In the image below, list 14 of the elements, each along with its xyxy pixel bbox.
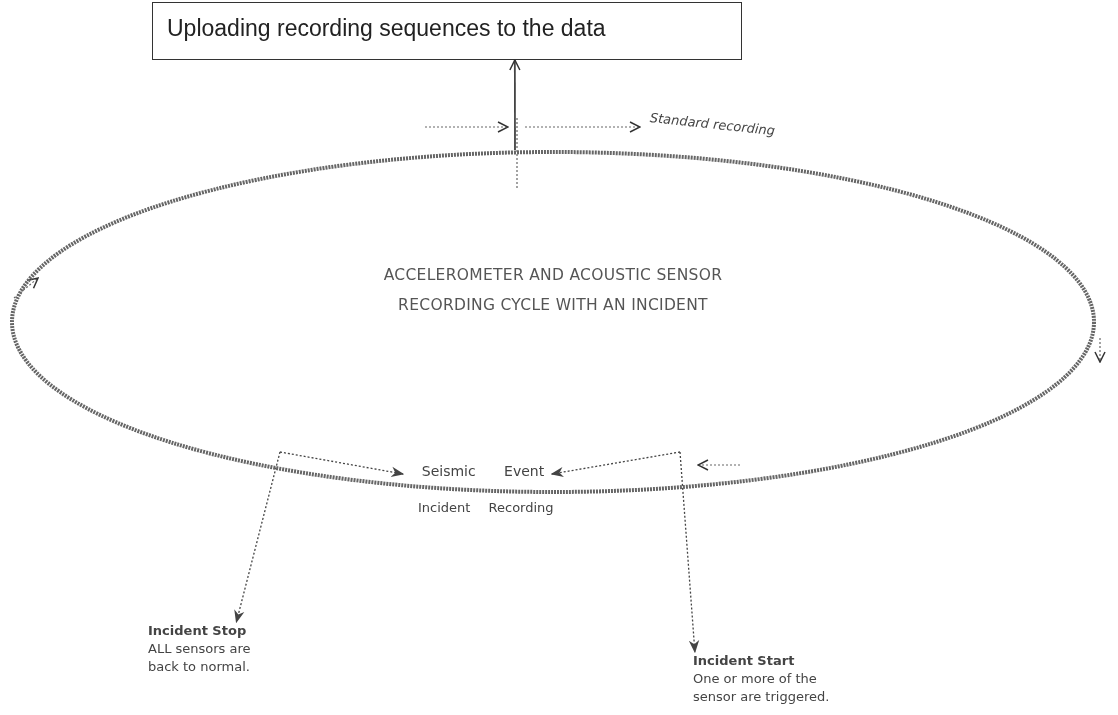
note-heading: Incident Stop (148, 622, 248, 640)
note-heading: Incident Start (693, 652, 796, 670)
process-box: Uploading recording sequences to the data (152, 2, 742, 60)
cycle-label: Standard recording (649, 110, 776, 139)
cycle-title: ACCELEROMETER AND ACOUSTIC SENSOR RECORDING CYCLE WITH AN INCIDENT (382, 265, 724, 316)
dotted-arrow (234, 451, 281, 624)
cycle-label: Incident Recording (418, 500, 554, 515)
note-text: One or more of the sensor are triggered. (693, 670, 831, 706)
dotted-arrow (550, 451, 681, 478)
arrow (509, 59, 521, 151)
event-label: Seismic Event (403, 463, 563, 485)
dotted-arrow (279, 451, 405, 478)
note-text: ALL sensors are back to normal. (148, 640, 252, 676)
dotted-arrow (679, 451, 700, 654)
